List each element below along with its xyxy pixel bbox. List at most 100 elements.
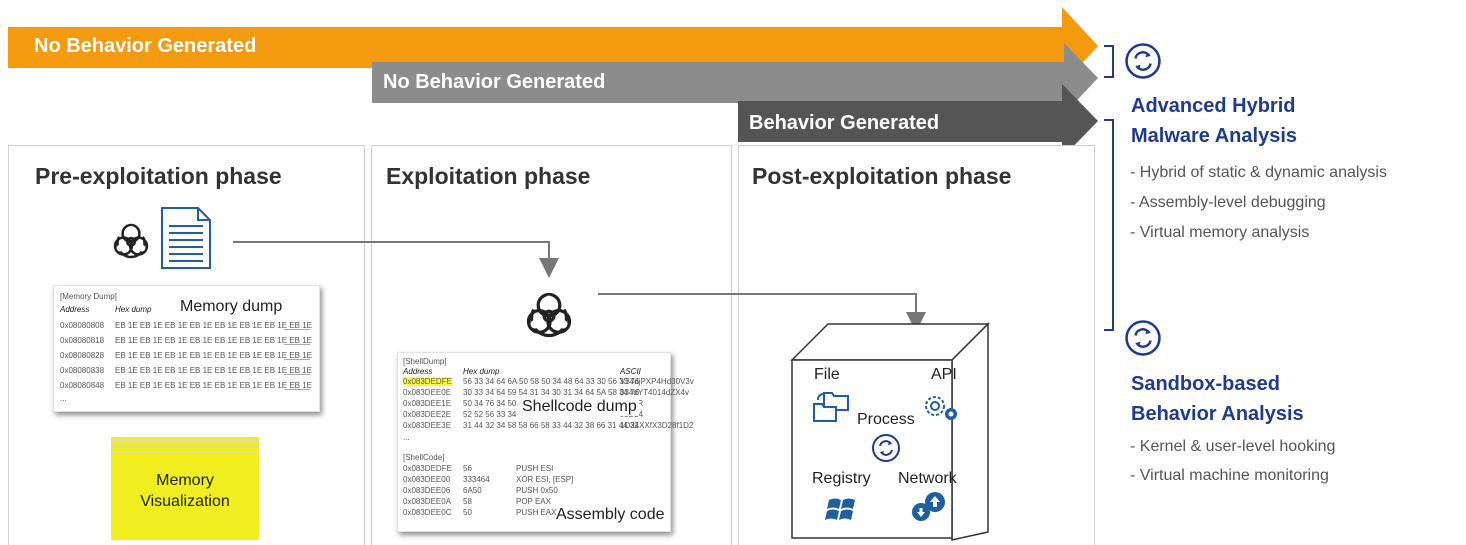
- shell-dump-ascii: V34djPXP4Hd30V3v: [620, 377, 694, 386]
- sandbox-bullet-1: - Kernel & user-level hooking: [1130, 438, 1336, 455]
- memory-dump-header: [Memory Dump]: [60, 292, 117, 301]
- bracket-long: [1104, 119, 1114, 331]
- box-label-api: API: [931, 366, 957, 383]
- sandbox-title-line2: Behavior Analysis: [1131, 403, 1304, 425]
- assembly-bytes: 333464: [463, 475, 490, 484]
- shellcode-card: [ShellDump] Address Hex dump ASCII 0x083…: [397, 352, 694, 532]
- box-label-network: Network: [898, 470, 957, 487]
- shell-dump-address: 0x083DEE1E: [403, 399, 452, 408]
- memory-dump-address: 0x08080808: [60, 321, 105, 330]
- hybrid-bullet-3: - Virtual memory analysis: [1130, 224, 1310, 241]
- assembly-address: 0x083DEE00: [403, 475, 451, 484]
- memory-dump-hex: EB 1E EB 1E EB 1E EB 1E EB 1E EB 1E EB 1…: [115, 321, 312, 330]
- memory-dump-hex: EB 1E EB 1E EB 1E EB 1E EB 1E EB 1E EB 1…: [115, 381, 312, 390]
- memory-dump-address: 0x08080838: [60, 366, 105, 375]
- placeholder-line: [284, 359, 310, 360]
- assembly-code-label: Assembly code: [556, 506, 665, 524]
- shell-dump-ascii: 034dYT4014dZX4v: [620, 388, 689, 397]
- hybrid-title-line2: Malware Analysis: [1131, 125, 1298, 147]
- assembly-address: 0x083DEDFE: [403, 464, 452, 473]
- placeholder-line: [284, 344, 310, 345]
- shell-dump-hex: 50 34 76 34 50: [463, 399, 517, 408]
- memory-dump-hex: EB 1E EB 1E EB 1E EB 1E EB 1E EB 1E EB 1…: [115, 336, 312, 345]
- hybrid-bullet-1: - Hybrid of static & dynamic analysis: [1130, 164, 1387, 181]
- shell-dump-address: 0x083DEE0E: [403, 388, 452, 397]
- assembly-instruction: PUSH 0x50: [516, 486, 558, 495]
- panel-title-post: Post-exploitation phase: [752, 163, 1012, 189]
- refresh-icon: [872, 434, 900, 462]
- biohazard-icon: [526, 292, 572, 338]
- assembly-instruction: PUSH ESI: [516, 464, 554, 473]
- assembly-address: 0x083DEE0A: [403, 497, 452, 506]
- arrow-label-3: Behavior Generated: [749, 112, 940, 134]
- box-label-file: File: [814, 366, 840, 383]
- hybrid-title-line1: Advanced Hybrid: [1131, 95, 1296, 117]
- assembly-instruction: XOR ESI, [ESP]: [516, 475, 574, 484]
- shell-dump-hex: 56 33 34 64 6A 50 58 50 34 48 64 33 30 5…: [463, 377, 640, 386]
- shell-dump-col-address: Address: [403, 367, 433, 376]
- assembly-address: 0x083DEE06: [403, 486, 451, 495]
- refresh-icon: [1125, 43, 1161, 79]
- arrow-gray: [372, 43, 1098, 114]
- shellcode-header: [ShellCode]: [403, 453, 445, 462]
- shell-dump-address: 0x083DEE2E: [403, 410, 452, 419]
- assembly-bytes: 58: [463, 497, 472, 506]
- assembly-bytes: 6A50: [463, 486, 482, 495]
- placeholder-line: [284, 329, 310, 330]
- shell-dump-col-hex: Hex dump: [463, 367, 500, 376]
- memory-dump-col-hex: Hex dump: [115, 305, 152, 314]
- biohazard-icon: [113, 223, 149, 259]
- sandbox-title: Sandbox-based Behavior Analysis: [1131, 370, 1304, 429]
- sandbox-cube: [790, 322, 990, 541]
- shell-dump-ascii: 1D24XXfX3D28f1D2: [620, 421, 694, 430]
- shell-dump-ellipsis: ...: [403, 433, 410, 442]
- network-icon: [912, 492, 945, 521]
- shell-dump-header: [ShellDump]: [403, 357, 447, 366]
- document-icon: [161, 207, 211, 269]
- gears-icon: [925, 396, 957, 420]
- arrow-label-2: No Behavior Generated: [383, 71, 606, 93]
- panel-title-pre: Pre-exploitation phase: [35, 163, 282, 189]
- memory-dump-address: 0x08080848: [60, 381, 105, 390]
- memory-visualization: Memory Visualization: [111, 437, 259, 540]
- refresh-icon: [1125, 320, 1161, 356]
- shell-dump-col-ascii: ASCII: [620, 367, 641, 376]
- assembly-bytes: 50: [463, 508, 472, 517]
- sandbox-title-line1: Sandbox-based: [1131, 373, 1280, 395]
- shell-dump-hex: 30 33 34 64 59 54 31 34 30 31 34 64 5A 5…: [463, 388, 640, 397]
- assembly-instruction: POP EAX: [516, 497, 551, 506]
- memory-visualization-line2: Visualization: [140, 493, 230, 510]
- hybrid-title: Advanced Hybrid Malware Analysis: [1131, 92, 1297, 151]
- shell-dump-address: 0x083DEE3E: [403, 421, 452, 430]
- assembly-address: 0x083DEE0C: [403, 508, 452, 517]
- memory-dump-hex: EB 1E EB 1E EB 1E EB 1E EB 1E EB 1E EB 1…: [115, 366, 312, 375]
- memory-dump-label: Memory dump: [180, 298, 283, 316]
- assembly-instruction: PUSH EAX: [516, 508, 557, 517]
- arrow-label-1: No Behavior Generated: [34, 35, 257, 57]
- shell-dump-hex: 52 52 56 33 34: [463, 410, 517, 419]
- panel-title-exploit: Exploitation phase: [386, 163, 591, 189]
- folder-sync-icon: [813, 392, 849, 422]
- sandbox-bullet-2: - Virtual machine monitoring: [1130, 467, 1329, 484]
- box-label-process: Process: [857, 411, 915, 428]
- memory-dump-card: [Memory Dump] Address Hex dump Memory du…: [53, 285, 320, 412]
- memory-dump-address: 0x08080828: [60, 351, 105, 360]
- memory-dump-col-address: Address: [60, 305, 90, 314]
- shellcode-dump-label: Shellcode dump: [520, 398, 639, 416]
- assembly-bytes: 56: [463, 464, 472, 473]
- shell-dump-address: 0x083DEDFE: [403, 377, 452, 386]
- memory-visualization-line1: Memory: [156, 472, 214, 489]
- box-label-registry: Registry: [812, 470, 871, 487]
- hybrid-bullet-2: - Assembly-level debugging: [1130, 194, 1326, 211]
- memory-dump-ellipsis: ...: [60, 394, 67, 403]
- windows-logo-icon: [825, 498, 855, 520]
- memory-dump-hex: EB 1E EB 1E EB 1E EB 1E EB 1E EB 1E EB 1…: [115, 351, 312, 360]
- arrow-dark: [738, 84, 1098, 158]
- placeholder-line: [284, 389, 310, 390]
- bracket-top: [1104, 45, 1114, 78]
- shell-dump-hex: 31 44 32 34 58 58 66 58 33 44 32 38 66 3…: [463, 421, 639, 430]
- placeholder-line: [284, 374, 310, 375]
- memory-dump-address: 0x08080818: [60, 336, 105, 345]
